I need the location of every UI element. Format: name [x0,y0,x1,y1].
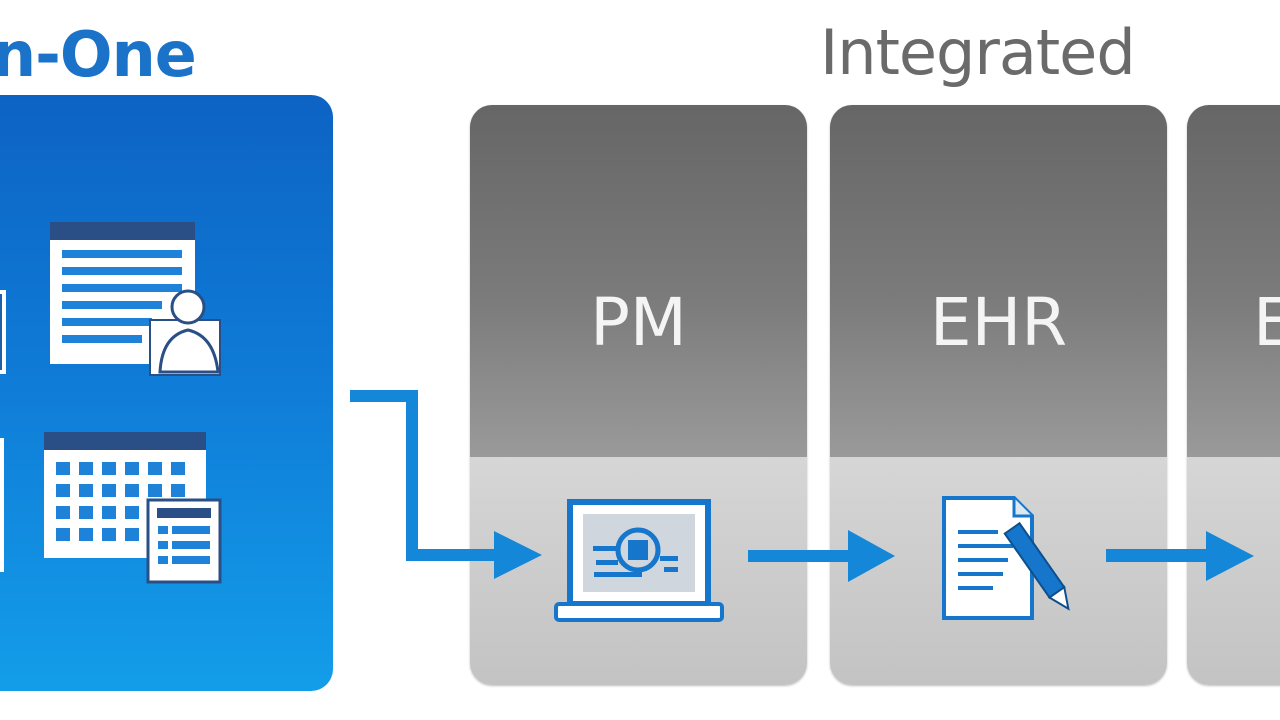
document-pen-icon [942,496,1070,620]
connector-arrow [350,390,542,579]
arrow-pm-to-ehr [748,530,895,582]
integrated-title: Integrated [820,16,1136,89]
calendar-icon [44,432,206,558]
partial-left-icons [0,290,6,572]
arrow-ehr-to-third [1106,531,1254,581]
all-in-one-panel [0,95,333,691]
laptop-icon [554,499,724,622]
all-in-one-title: n-One [0,18,197,91]
third-panel-label: E [1253,284,1280,361]
form-user-icon [50,222,221,376]
ehr-panel: EHR [830,105,1167,685]
pm-label: PM [590,284,687,361]
ehr-label: EHR [929,284,1068,361]
checklist-icon [146,498,222,584]
third-panel: E [1187,105,1280,685]
